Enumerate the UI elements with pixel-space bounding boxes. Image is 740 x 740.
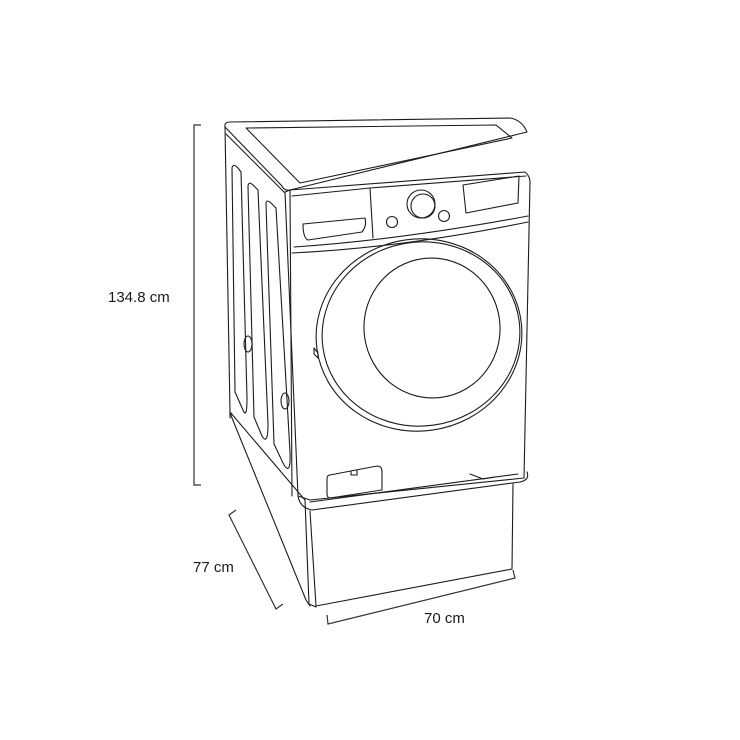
start-button [437,209,451,223]
side-grip-2 [280,392,290,410]
side-rib-1 [231,164,248,414]
detergent-drawer [302,217,367,241]
filter-cover [326,465,383,499]
top-panel [224,117,528,194]
side-panel [224,126,306,501]
depth-dimension-line [228,509,284,610]
door-glass [363,257,501,399]
power-button [385,215,399,229]
depth-label: 77 cm [193,559,234,576]
door [313,238,523,432]
pedestal-drawer [229,411,514,608]
height-dimension-line [193,124,201,486]
side-grip-1 [243,335,253,353]
door-hinge [313,347,319,359]
base-trim [297,471,529,511]
height-label: 134.8 cm [108,289,170,306]
front-panel [284,171,531,501]
width-dimension-line [326,569,516,625]
display-panel [462,175,520,214]
side-rib-2 [247,182,269,440]
width-label: 70 cm [424,610,465,627]
control-knob [406,189,436,219]
side-rib-3 [265,200,291,469]
